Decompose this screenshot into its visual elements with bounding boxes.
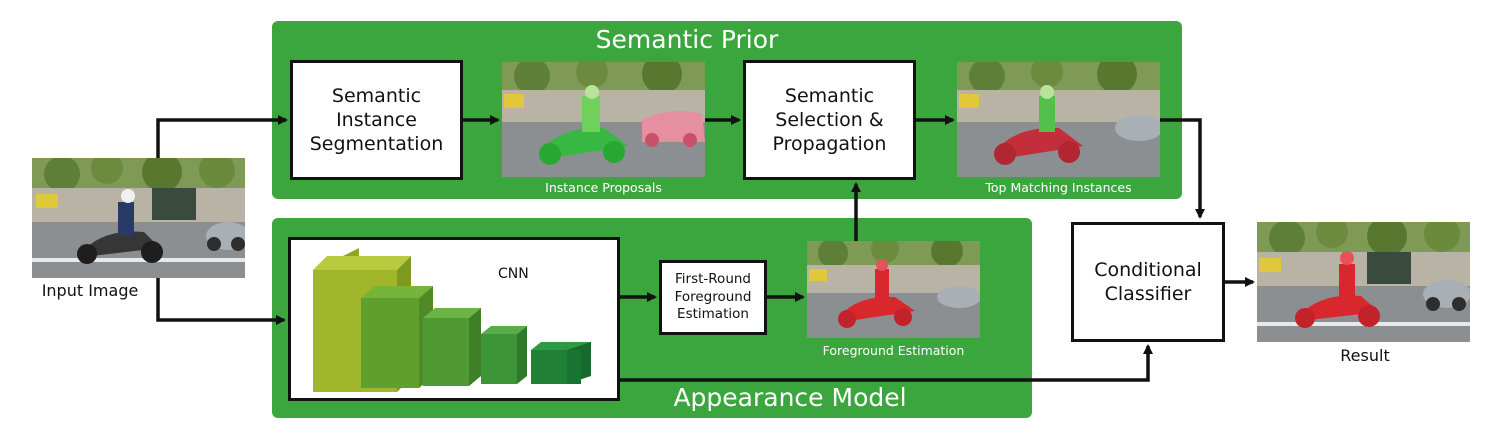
first-round-estimation-box: First-Round Foreground Estimation — [659, 260, 767, 335]
appearance-model-title: Appearance Model — [673, 383, 907, 412]
instance-proposals-caption: Instance Proposals — [545, 180, 662, 195]
result-caption: Result — [1340, 346, 1390, 365]
cnn-layers-graphic — [313, 248, 591, 392]
result-image — [1257, 222, 1470, 342]
instance-proposals-image — [502, 62, 705, 177]
input-image — [32, 158, 245, 278]
instance-segmentation-box: Semantic Instance Segmentation — [290, 60, 463, 180]
cnn-label: CNN — [498, 266, 529, 282]
conditional-classifier-box: Conditional Classifier — [1071, 222, 1225, 342]
foreground-estimation-image — [807, 241, 980, 338]
top-matching-instances-image — [957, 62, 1160, 177]
arrow-input-to-segmentation — [156, 115, 288, 158]
arrow-input-to-cnn — [156, 278, 286, 325]
input-image-caption: Input Image — [41, 281, 139, 300]
foreground-estimation-caption: Foreground Estimation — [822, 343, 965, 358]
top-matching-instances-caption: Top Matching Instances — [985, 180, 1132, 195]
selection-propagation-box: Semantic Selection & Propagation — [743, 60, 916, 180]
semantic-prior-title: Semantic Prior — [595, 25, 779, 54]
